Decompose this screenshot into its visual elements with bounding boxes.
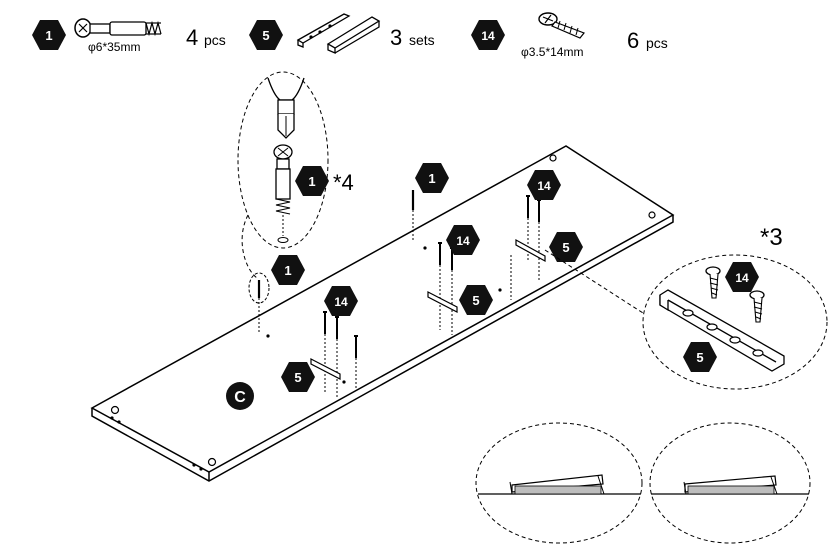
part-1-badge: 1 [32,20,66,50]
bolt-detail-multiplier: *4 [333,170,354,195]
svg-text:14: 14 [537,179,551,193]
board-bracket-c [310,358,341,380]
part-5-unit: sets [409,32,435,48]
part-5-qty: 3 [390,25,402,50]
board-screws-group-a [515,195,546,282]
svg-text:5: 5 [472,293,479,308]
bracket-detail-bracket-badge: 5 [683,342,717,372]
part-5-badge: 5 [249,20,283,50]
callout-badge-14b: 14 [446,225,480,255]
screw-icon [538,12,585,39]
bracket-detail-screw-2 [749,290,765,323]
svg-text:5: 5 [696,350,703,365]
board-screws-group-b [427,242,512,335]
callout-badge-5a: 5 [549,232,583,262]
board-label: C [234,389,246,406]
part-1-unit: pcs [204,32,226,48]
svg-text:1: 1 [428,171,435,186]
edge-detail-right [649,422,811,544]
bolt-detail-callout: 1 *4 [237,71,354,279]
edge-detail-left [475,422,643,544]
svg-text:14: 14 [456,234,470,248]
part-14-id: 14 [481,29,495,43]
board-bracket-b [427,291,458,313]
part-14-size: φ3.5*14mm [521,45,583,59]
svg-text:14: 14 [735,271,749,285]
bracket-detail-icon [659,289,785,372]
board-bracket-a [515,238,546,263]
bracket-detail-screw-1 [705,266,721,299]
legend-part-14: 14 φ3.5*14mm 6 pcs [471,12,668,59]
svg-text:1: 1 [284,263,291,278]
svg-text:1: 1 [308,174,315,189]
cam-bolt-detail-icon [273,144,293,243]
callout-badge-14a: 14 [527,170,561,200]
bracket-detail-screw-badge: 14 [725,262,759,292]
board-label-badge [226,382,254,410]
callout-badge-5b: 5 [459,285,493,315]
part-1-id: 1 [45,28,52,43]
svg-text:5: 5 [562,240,569,255]
bracket-icon [296,13,381,54]
legend-part-5: 5 3 sets [249,13,435,54]
callout-badge-14c: 14 [324,286,358,316]
bracket-detail-callout: *3 14 5 [544,224,828,390]
part-14-unit: pcs [646,35,668,51]
part-14-qty: 6 [627,28,639,53]
legend-part-1: 1 φ6*35mm 4 pcs [32,18,226,54]
svg-text:5: 5 [294,370,301,385]
callout-badge-5c: 5 [281,362,315,392]
callout-badge-1b: 1 [271,255,305,285]
bracket-detail-multiplier: *3 [760,224,783,251]
part-1-size: φ6*35mm [88,40,140,54]
svg-text:14: 14 [334,295,348,309]
bolt-detail-badge: 1 [295,166,329,196]
board-screws-group-c [310,311,359,398]
part-1-qty: 4 [186,25,198,50]
screwdriver-icon [267,77,305,139]
part-14-badge: 14 [471,20,505,50]
part-5-id: 5 [262,28,269,43]
callout-badge-1a: 1 [415,163,449,193]
board-cam-bolt-2 [248,272,270,333]
cam-bolt-icon [74,18,162,38]
board-panel-c: C [90,145,675,482]
